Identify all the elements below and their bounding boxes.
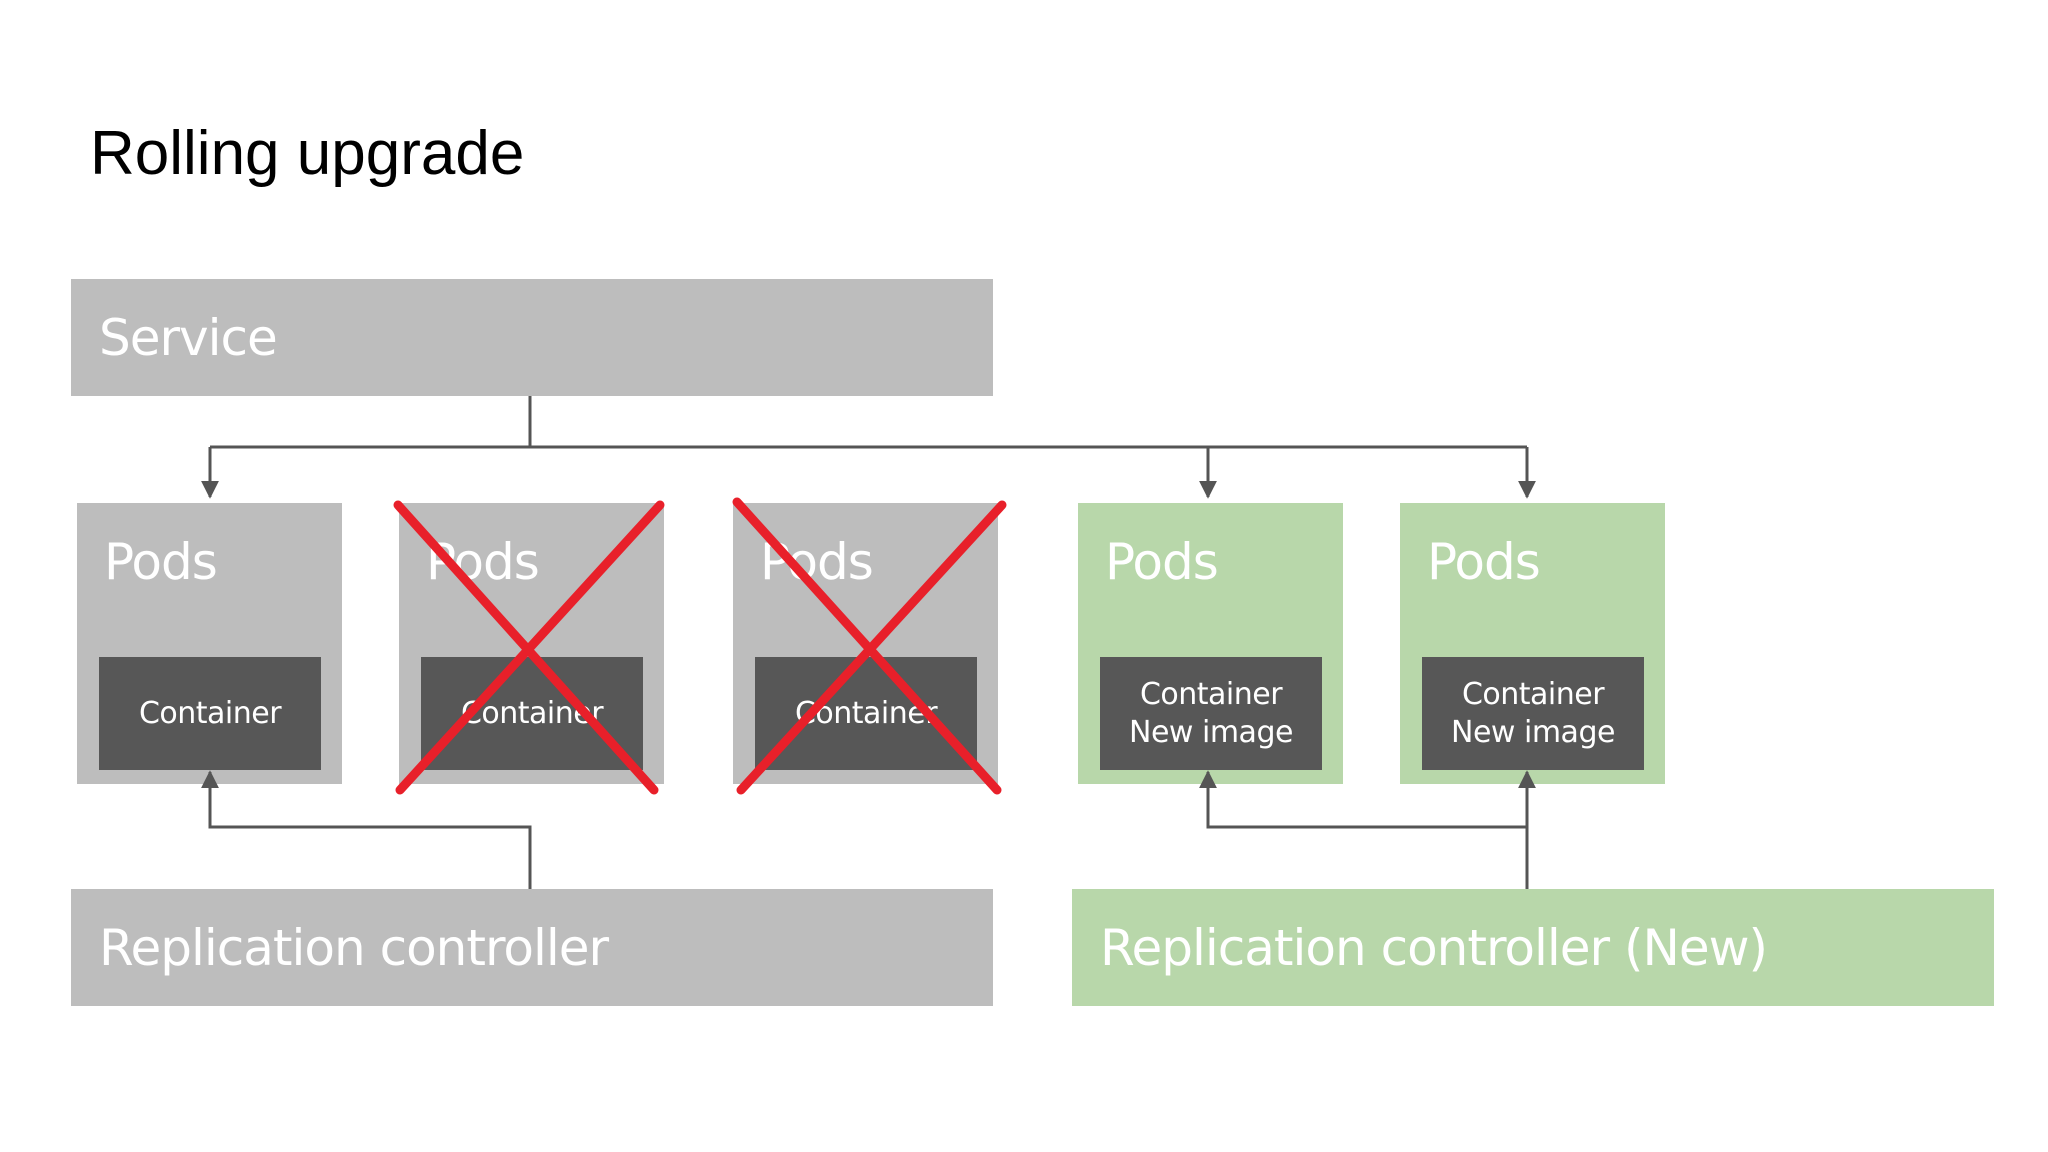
container-label: Container (460, 695, 604, 731)
service-connector-lines (201, 396, 1536, 499)
replication-controller-label: Replication controller (99, 918, 609, 977)
pod-1: Pods Container (77, 503, 342, 784)
container-box: Container New image (1100, 657, 1322, 770)
container-box: Container (755, 657, 977, 770)
container-image-label: New image (1129, 714, 1293, 750)
pod-label: Pods (104, 533, 218, 591)
container-label: Container (794, 695, 938, 731)
replication-controller-new-label: Replication controller (New) (1100, 918, 1768, 977)
pod-label: Pods (426, 533, 540, 591)
pod-4-new: Pods Container New image (1078, 503, 1343, 784)
container-image-label: New image (1451, 714, 1615, 750)
service-label: Service (99, 308, 278, 367)
container-label: Container (1461, 676, 1605, 712)
pod-label: Pods (760, 533, 874, 591)
pod-3-removed: Pods Container (733, 503, 998, 784)
pod-5-new: Pods Container New image (1400, 503, 1665, 784)
container-box: Container New image (1422, 657, 1644, 770)
container-label: Container (1139, 676, 1283, 712)
slide-title: Rolling upgrade (90, 119, 525, 188)
container-box: Container (99, 657, 321, 770)
replication-controller-new-box: Replication controller (New) (1072, 889, 1994, 1006)
pod-label: Pods (1105, 533, 1219, 591)
pod-2-removed: Pods Container (399, 503, 664, 784)
container-box: Container (421, 657, 643, 770)
replication-controller-box: Replication controller (71, 889, 993, 1006)
container-label: Container (138, 695, 282, 731)
rc-to-pod-1-arrow (201, 770, 532, 889)
service-box: Service (71, 279, 993, 396)
pod-label: Pods (1427, 533, 1541, 591)
controller-connector-lines (201, 770, 1536, 889)
